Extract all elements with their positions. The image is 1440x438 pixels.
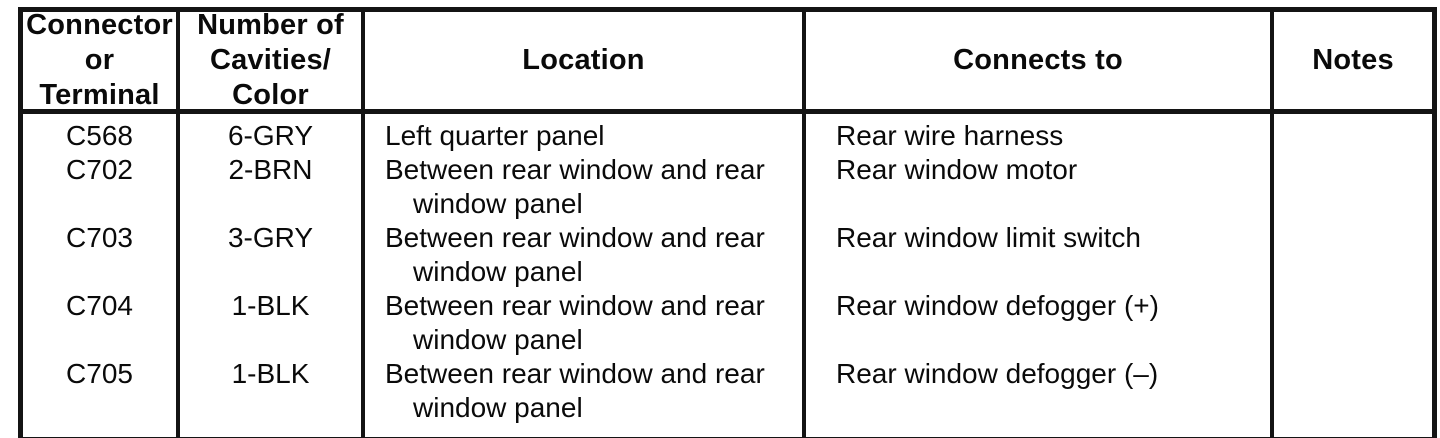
location-line: window panel bbox=[413, 256, 583, 287]
cell-connector: C568 bbox=[23, 114, 180, 153]
cell-notes bbox=[1274, 114, 1432, 153]
cell-cavities: 6-GRY bbox=[180, 114, 365, 153]
cell-connector: C703 bbox=[23, 221, 180, 289]
header-notes: Notes bbox=[1274, 12, 1432, 114]
header-line: Terminal bbox=[39, 79, 160, 111]
header-connector-or-terminal: Connector or Terminal bbox=[23, 9, 180, 114]
cell-location: Between rear window and rear window pane… bbox=[365, 153, 806, 221]
location-line: window panel bbox=[413, 324, 583, 355]
header-location: Location bbox=[365, 12, 806, 114]
cell-connects-to: Rear window limit switch bbox=[806, 221, 1274, 289]
cell-cavities: 3-GRY bbox=[180, 221, 365, 289]
cell-notes bbox=[1274, 289, 1432, 357]
header-line: or bbox=[84, 44, 115, 76]
location-line: window panel bbox=[413, 188, 583, 219]
cell-connector: C702 bbox=[23, 153, 180, 221]
header-line: Notes bbox=[1312, 44, 1394, 76]
cell-location: Between rear window and rear window pane… bbox=[365, 221, 806, 289]
location-line: Left quarter panel bbox=[385, 120, 605, 151]
header-number-of-cavities-color: Number of Cavities/ Color bbox=[180, 9, 365, 114]
cell-cavities: 1-BLK bbox=[180, 357, 365, 437]
cell-cavities: 1-BLK bbox=[180, 289, 365, 357]
header-connects-to: Connects to bbox=[806, 12, 1274, 114]
cell-connects-to: Rear window motor bbox=[806, 153, 1274, 221]
location-line: Between rear window and rear bbox=[385, 222, 765, 253]
location-line: Between rear window and rear bbox=[385, 154, 765, 185]
cell-connects-to: Rear window defogger (–) bbox=[806, 357, 1274, 437]
location-line: window panel bbox=[413, 392, 583, 423]
cell-location: Between rear window and rear window pane… bbox=[365, 289, 806, 357]
cell-connector: C705 bbox=[23, 357, 180, 437]
cell-connector: C704 bbox=[23, 289, 180, 357]
connector-terminal-table: Connector or Terminal Number of Cavities… bbox=[18, 7, 1437, 438]
cell-connects-to: Rear wire harness bbox=[806, 114, 1274, 153]
cell-location: Left quarter panel bbox=[365, 114, 806, 153]
cell-connects-to: Rear window defogger (+) bbox=[806, 289, 1274, 357]
location-line: Between rear window and rear bbox=[385, 290, 765, 321]
cell-notes bbox=[1274, 357, 1432, 437]
header-line: Connector bbox=[26, 9, 173, 41]
cell-cavities: 2-BRN bbox=[180, 153, 365, 221]
header-line: Color bbox=[232, 79, 309, 111]
location-line: Between rear window and rear bbox=[385, 358, 765, 389]
cell-location: Between rear window and rear window pane… bbox=[365, 357, 806, 437]
cell-notes bbox=[1274, 221, 1432, 289]
cell-notes bbox=[1274, 153, 1432, 221]
header-line: Cavities/ bbox=[209, 44, 332, 76]
header-line: Connects to bbox=[953, 44, 1123, 76]
header-line: Location bbox=[522, 44, 645, 76]
header-line: Number of bbox=[197, 9, 344, 41]
